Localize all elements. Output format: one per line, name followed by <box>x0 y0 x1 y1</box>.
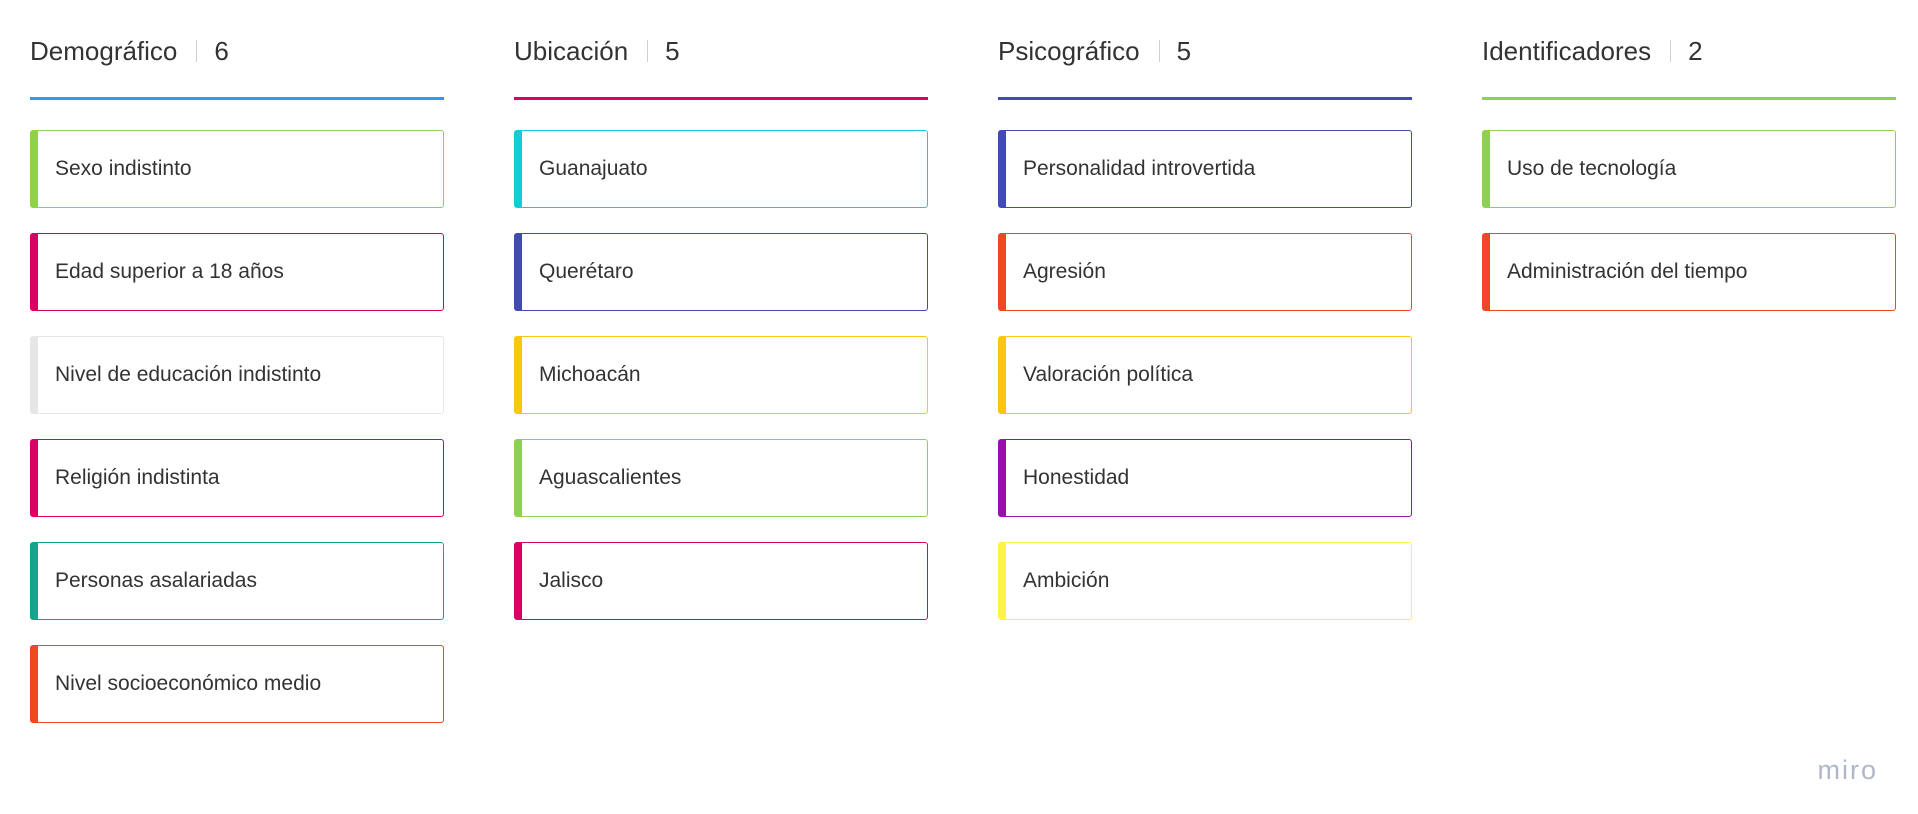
column-color-rule <box>30 97 444 100</box>
card-label: Michoacán <box>539 363 641 386</box>
card-label: Nivel socioeconómico medio <box>55 672 322 695</box>
card-label: Nivel de educación indistinto <box>55 363 322 386</box>
card-label: Personalidad introvertida <box>1023 157 1256 180</box>
column-color-rule <box>998 97 1412 100</box>
column-header[interactable]: Identificadores 2 <box>1482 28 1896 74</box>
kanban-card[interactable]: Sexo indistinto <box>30 130 444 208</box>
kanban-card[interactable]: Valoración política <box>998 336 1412 414</box>
column-title: Psicográfico <box>998 35 1140 66</box>
column-header-divider <box>647 40 649 62</box>
kanban-card[interactable]: Nivel de educación indistinto <box>30 336 444 414</box>
miro-logo: miro <box>1817 755 1878 785</box>
column-header[interactable]: Demográfico 6 <box>30 28 444 74</box>
card-label: Religión indistinta <box>55 466 220 489</box>
column-card-count: 6 <box>214 35 229 66</box>
column-header-divider <box>1670 40 1672 62</box>
kanban-card[interactable]: Uso de tecnología <box>1482 130 1896 208</box>
card-label: Honestidad <box>1023 466 1130 489</box>
card-label: Sexo indistinto <box>55 157 192 180</box>
column-header-divider <box>196 40 198 62</box>
column-card-count: 2 <box>1688 35 1703 66</box>
column-header[interactable]: Ubicación 5 <box>514 28 928 74</box>
column-color-rule <box>1482 97 1896 100</box>
column-title: Identificadores <box>1482 35 1652 66</box>
column-color-rule <box>514 97 928 100</box>
card-label: Aguascalientes <box>539 466 682 489</box>
column-card-count: 5 <box>665 35 680 66</box>
kanban-card[interactable]: Agresión <box>998 233 1412 311</box>
card-label: Agresión <box>1023 260 1106 283</box>
card-label: Administración del tiempo <box>1507 260 1748 283</box>
kanban-card[interactable]: Edad superior a 18 años <box>30 233 444 311</box>
column-title: Ubicación <box>514 35 629 66</box>
card-label: Personas asalariadas <box>55 569 257 592</box>
column-header-divider <box>1158 40 1160 62</box>
kanban-card[interactable]: Administración del tiempo <box>1482 233 1896 311</box>
kanban-card[interactable]: Ambición <box>998 542 1412 620</box>
kanban-card[interactable]: Honestidad <box>998 439 1412 517</box>
column-title: Demográfico <box>30 35 178 66</box>
kanban-card[interactable]: Personalidad introvertida <box>998 130 1412 208</box>
card-label: Uso de tecnología <box>1507 157 1677 180</box>
card-label: Guanajuato <box>539 157 648 180</box>
kanban-card[interactable]: Guanajuato <box>514 130 928 208</box>
card-label: Ambición <box>1023 569 1110 592</box>
card-label: Jalisco <box>539 569 604 592</box>
card-label: Edad superior a 18 años <box>55 260 284 283</box>
column-header[interactable]: Psicográfico 5 <box>998 28 1412 74</box>
kanban-card[interactable]: Aguascalientes <box>514 439 928 517</box>
card-label: Valoración política <box>1023 363 1194 386</box>
card-label: Querétaro <box>539 260 634 283</box>
kanban-card[interactable]: Nivel socioeconómico medio <box>30 645 444 723</box>
kanban-card[interactable]: Querétaro <box>514 233 928 311</box>
column-card-count: 5 <box>1176 35 1192 66</box>
kanban-card[interactable]: Personas asalariadas <box>30 542 444 620</box>
kanban-card[interactable]: Michoacán <box>514 336 928 414</box>
kanban-card[interactable]: Religión indistinta <box>30 439 444 517</box>
kanban-card[interactable]: Jalisco <box>514 542 928 620</box>
